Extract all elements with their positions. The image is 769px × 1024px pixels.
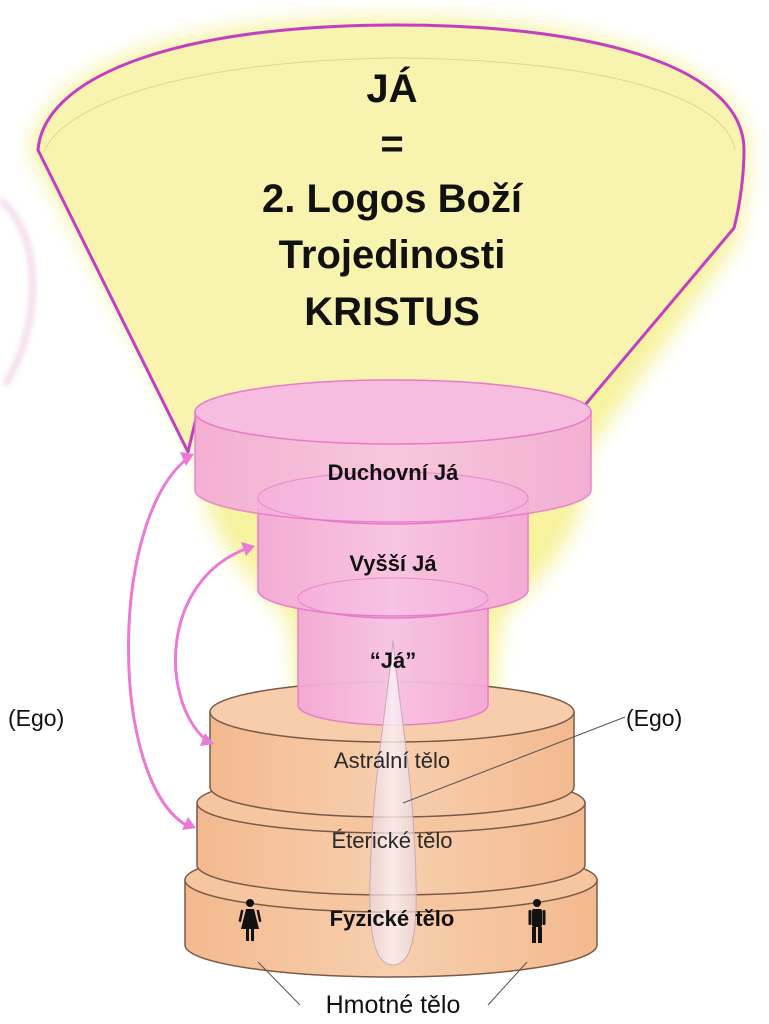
ego-pointer-line: [402, 716, 626, 804]
decorative-swirl: [0, 197, 36, 387]
title-line-2: =: [380, 122, 403, 166]
title-line-1: JÁ: [366, 66, 417, 111]
ego-label-right: (Ego): [626, 705, 682, 731]
level-ja: “Já”: [370, 648, 416, 673]
ego-drop: [369, 639, 417, 966]
level-physical-body: Fyzické tělo: [330, 906, 455, 931]
title-line-5: KRISTUS: [304, 290, 480, 334]
arrow-outer: [127, 452, 196, 830]
level-higher-self: Vyšší Já: [349, 551, 437, 576]
female-figure-icon: [238, 899, 262, 941]
male-figure-icon: [528, 899, 546, 943]
material-body-caption: Hmotné tělo: [326, 991, 461, 1019]
title-line-4: Trojedinosti: [279, 233, 506, 277]
ego-label-left: (Ego): [8, 705, 64, 731]
level-spiritual-self: Duchovní Já: [328, 460, 460, 485]
level-etheric-body: Éterické tělo: [331, 828, 452, 853]
arrow-inner: [174, 542, 255, 746]
title-line-3: 2. Logos Boží: [262, 177, 524, 221]
ja-funnel: [36, 23, 746, 454]
spiritual-self-cylinder: [194, 379, 592, 523]
caption-pointer-right: [487, 961, 528, 1006]
higher-self-rim: [257, 471, 529, 525]
ja-rim: [297, 577, 489, 619]
caption-pointer-left: [257, 961, 301, 1006]
title-block: JÁ = 2. Logos Boží Trojedinosti KRISTUS: [262, 66, 524, 334]
level-astral-body: Astrální tělo: [334, 748, 450, 773]
